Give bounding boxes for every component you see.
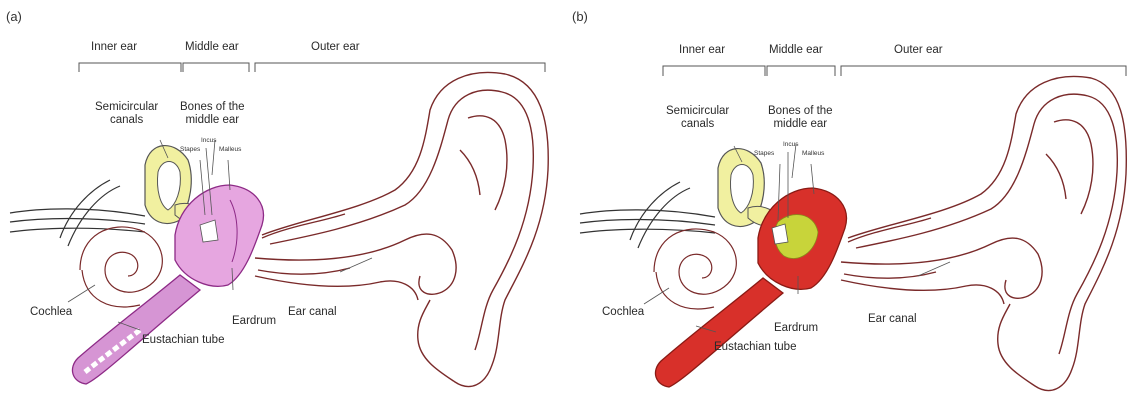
label-incus: Incus: [201, 137, 217, 144]
cochlea-shape: [80, 227, 162, 307]
cochlea-shape: [654, 229, 736, 309]
pinna-outline: [841, 77, 1126, 391]
label-eustachian-tube: Eustachian tube: [142, 334, 224, 347]
label-bones: Bones of the middle ear: [768, 105, 833, 131]
label-outer-ear: Outer ear: [894, 44, 943, 57]
label-malleus: Malleus: [219, 146, 241, 153]
ear-diagram-a: [0, 0, 565, 410]
label-semicircular-canals: Semicircular canals: [95, 101, 158, 127]
label-eardrum: Eardrum: [774, 322, 818, 335]
label-middle-ear: Middle ear: [769, 44, 823, 57]
bracket-inner-ear: [663, 66, 765, 76]
nerve-lines: [10, 180, 145, 246]
ear-diagram-b: [566, 0, 1131, 410]
label-inner-ear: Inner ear: [679, 44, 725, 57]
section-brackets: [79, 63, 545, 72]
bracket-middle-ear: [767, 66, 835, 76]
label-incus: Incus: [783, 141, 799, 148]
label-stapes: Stapes: [754, 150, 774, 157]
middle-ear-cavity-b: [758, 188, 846, 289]
bracket-outer-ear: [841, 66, 1126, 76]
eustachian-tube-b: [655, 278, 783, 387]
label-malleus: Malleus: [802, 150, 824, 157]
section-brackets: [663, 66, 1126, 76]
bracket-inner-ear: [79, 63, 181, 72]
label-outer-ear: Outer ear: [311, 41, 360, 54]
label-stapes: Stapes: [180, 146, 200, 153]
label-ear-canal: Ear canal: [868, 313, 917, 326]
label-inner-ear: Inner ear: [91, 41, 137, 54]
label-eustachian-tube: Eustachian tube: [714, 341, 796, 354]
bracket-middle-ear: [183, 63, 249, 72]
label-bones: Bones of the middle ear: [180, 101, 245, 127]
label-cochlea: Cochlea: [602, 306, 644, 319]
label-middle-ear: Middle ear: [185, 41, 239, 54]
nerve-lines: [580, 182, 715, 248]
label-ear-canal: Ear canal: [288, 306, 337, 319]
panel-a: (a): [0, 0, 565, 410]
label-cochlea: Cochlea: [30, 306, 72, 319]
pinna-outline: [255, 73, 548, 387]
label-eardrum: Eardrum: [232, 315, 276, 328]
bracket-outer-ear: [255, 63, 545, 72]
label-semicircular-canals: Semicircular canals: [666, 105, 729, 131]
panel-b: (b): [566, 0, 1131, 410]
